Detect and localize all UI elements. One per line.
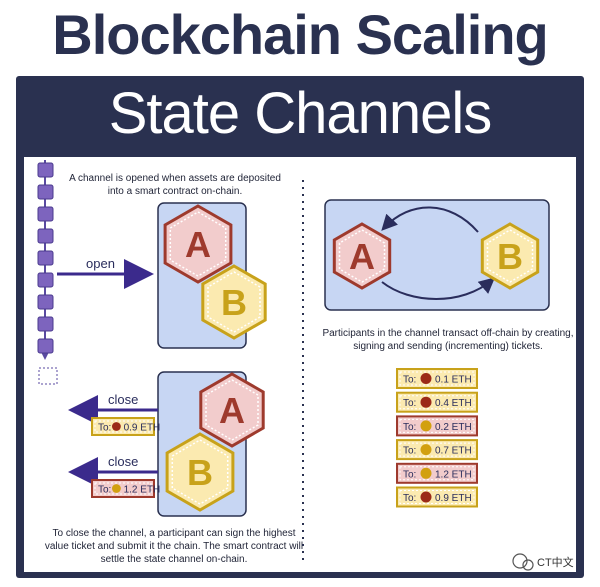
close-caption: To close the channel, a participant can … (44, 528, 304, 565)
ticket-prefix: To: (98, 423, 111, 434)
main-title: Blockchain Scaling (52, 3, 549, 66)
transfer-arrow-b-to-a (381, 206, 479, 233)
hex-close-a: A (199, 372, 265, 448)
block (37, 206, 54, 222)
ticket: To: 0.2 ETH (396, 415, 478, 437)
ticket: To: 0.4 ETH (396, 391, 478, 413)
ticket: To: 0.7 ETH (396, 439, 478, 461)
party-dot-icon (420, 444, 432, 456)
ticket: To: 0.9 ETH (396, 486, 478, 508)
hex-open-a: A (163, 204, 233, 284)
block (37, 162, 54, 178)
ticket-prefix: To: (403, 493, 416, 504)
block (37, 294, 54, 310)
party-dot-icon (420, 491, 432, 503)
party-dot-icon (420, 420, 432, 432)
ticket-prefix: To: (403, 469, 416, 480)
close-label-1: close (108, 392, 138, 407)
ticket: To: 1.2 ETH (91, 479, 161, 498)
chat-icon (512, 553, 528, 569)
pending-block (38, 367, 58, 385)
ticket-amount: 0.9 ETH (124, 423, 161, 434)
hex-close-b: B (165, 432, 235, 512)
participant-label: A (219, 390, 245, 431)
ticket: To: 0.9 ETH (91, 417, 161, 436)
ticket-amount: 0.9 ETH (435, 493, 472, 504)
ticket-prefix: To: (403, 422, 416, 433)
transact-caption: Participants in the channel transact off… (322, 328, 574, 352)
watermark: CT中文 (512, 553, 574, 571)
block (37, 272, 54, 288)
subtitle: State Channels (108, 81, 493, 146)
ticket-prefix: To: (403, 446, 416, 457)
close-arrow-1: close (68, 392, 158, 425)
ticket: To: 1.2 ETH (396, 462, 478, 484)
participant-label: B (187, 452, 213, 493)
block (37, 338, 54, 354)
party-dot-icon (420, 373, 432, 384)
participant-label: A (185, 224, 211, 265)
block (37, 228, 54, 244)
hex-transact-b: B (480, 222, 540, 290)
ticket: To: 0.1 ETH (396, 368, 478, 389)
close-arrow-2: close (68, 454, 158, 487)
chat-icon-2 (522, 559, 534, 571)
watermark-text: CT中文 (537, 555, 574, 569)
open-label: open (86, 256, 115, 271)
ticket-amount: 1.2 ETH (435, 469, 472, 480)
ticket-amount: 0.2 ETH (435, 422, 472, 433)
block (37, 184, 54, 200)
block (37, 316, 54, 332)
blockchain-chain (37, 160, 58, 385)
chain-arrow-icon (41, 352, 49, 360)
party-dot-icon (420, 396, 432, 408)
ticket-amount: 0.7 ETH (435, 446, 472, 457)
ticket-amount: 1.2 ETH (124, 485, 161, 496)
close-label-2: close (108, 454, 138, 469)
ticket-prefix: To: (98, 485, 111, 496)
party-dot-icon (112, 484, 121, 493)
ticket-prefix: To: (403, 398, 416, 409)
participant-label: B (497, 236, 523, 277)
participant-label: B (221, 282, 247, 323)
open-arrow: open (57, 256, 154, 289)
ticket-amount: 0.4 ETH (435, 398, 472, 409)
transfer-arrow-a-to-b (381, 277, 496, 300)
party-dot-icon (420, 467, 432, 479)
block (37, 250, 54, 266)
hex-open-b: B (201, 264, 267, 340)
participant-label: A (349, 236, 375, 277)
hex-transact-a: A (332, 222, 392, 290)
ticket-amount: 0.1 ETH (435, 375, 472, 386)
ticket-prefix: To: (403, 375, 416, 386)
party-dot-icon (112, 422, 121, 431)
open-caption: A channel is opened when assets are depo… (69, 173, 281, 197)
